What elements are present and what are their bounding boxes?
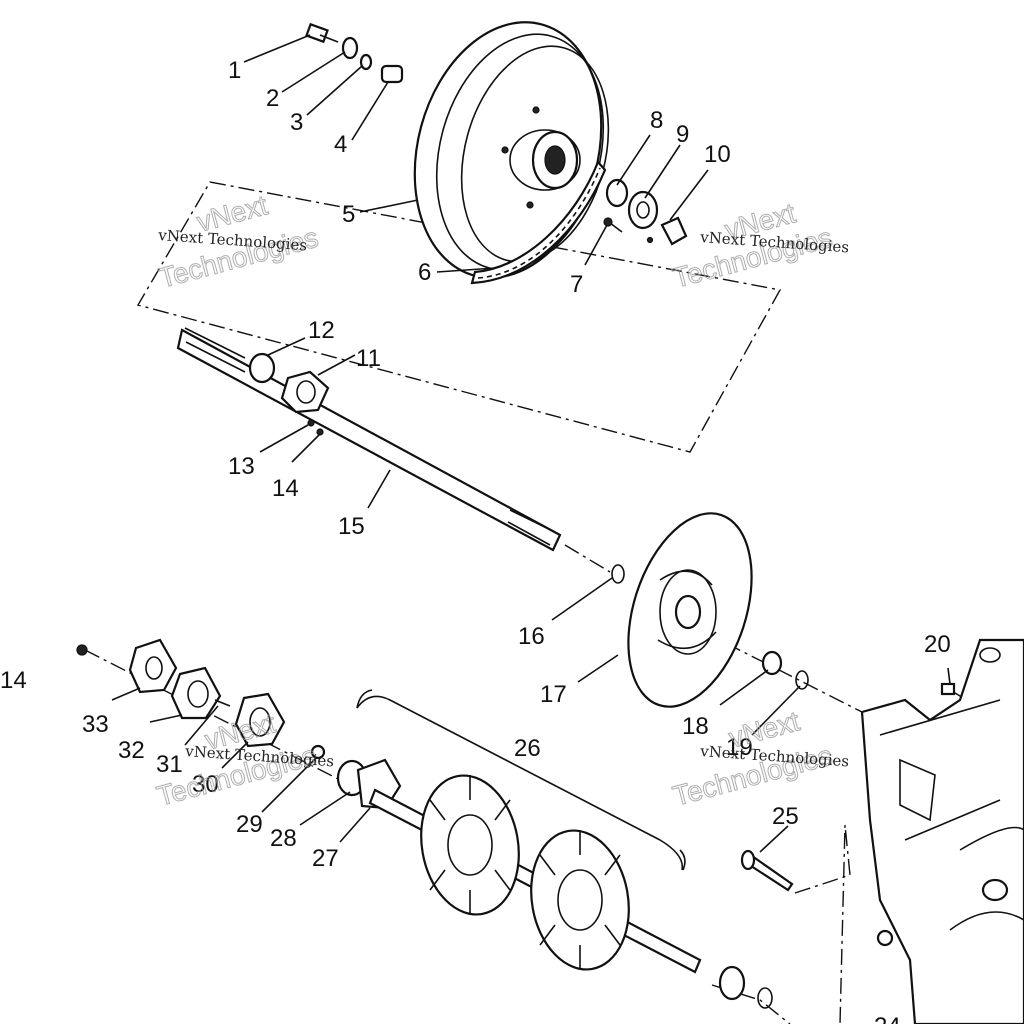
screw-part-7	[603, 217, 623, 233]
jackshaft-part-15	[176, 327, 562, 552]
leader-lines	[111, 34, 951, 871]
washer-part-2	[341, 36, 359, 60]
drive-shaft-part-26	[356, 695, 702, 974]
o-ring-lower-right	[757, 987, 773, 1009]
callout-19: 19	[726, 734, 753, 761]
flange-part-11	[280, 370, 330, 414]
callout-29: 29	[236, 811, 263, 838]
callout-9: 9	[676, 121, 689, 148]
watermark-left: vNext Technologies vNext Technologies	[155, 189, 322, 295]
callout-16: 16	[518, 623, 545, 650]
callout-33: 33	[82, 711, 109, 738]
callout-10: 10	[704, 141, 731, 168]
plate-part-9	[627, 190, 659, 230]
nut-part-29	[310, 744, 326, 760]
brake-disc-part-17	[627, 512, 753, 708]
callout-14-lower: 14	[0, 667, 27, 694]
o-ring-part-19	[795, 670, 809, 690]
callout-labels: 1 2 3 4 5 6 7 8 9 10 11 12 13 14 15 16 1…	[0, 57, 951, 1024]
callout-20: 20	[924, 631, 951, 658]
drive-chain-part-6	[470, 159, 607, 285]
callout-8: 8	[650, 107, 663, 134]
bolt-part-1	[305, 22, 339, 44]
bearing-part-18	[761, 650, 783, 676]
washer-part-8	[605, 178, 629, 208]
flange-plate-part-32	[170, 666, 222, 720]
callout-27: 27	[312, 845, 339, 872]
callout-26: 26	[514, 735, 541, 762]
retaining-ring-part-16	[611, 564, 625, 584]
screw-part-31	[214, 699, 231, 707]
bolt-part-25	[740, 849, 794, 892]
callout-28: 28	[270, 825, 297, 852]
callout-15: 15	[338, 513, 365, 540]
callout-31: 31	[156, 751, 183, 778]
flange-plate-part-30	[234, 692, 286, 748]
callout-25: 25	[772, 803, 799, 830]
callout-4: 4	[334, 131, 347, 158]
callout-12: 12	[308, 317, 335, 344]
assembly-boundary-upper	[136, 181, 782, 453]
bearing-part-12	[248, 352, 276, 384]
callout-11: 11	[356, 345, 381, 372]
callout-18: 18	[682, 713, 709, 740]
callout-17: 17	[540, 681, 567, 708]
callout-24: 24	[874, 1013, 901, 1024]
bearing-housing-part-27	[356, 758, 402, 810]
callout-5: 5	[342, 201, 355, 228]
callout-13: 13	[228, 453, 255, 480]
callout-2: 2	[266, 85, 279, 112]
spacer-part-4	[380, 64, 404, 84]
bolt-part-13	[307, 419, 315, 427]
nut-part-10	[646, 216, 688, 246]
washer-part-3	[359, 53, 373, 71]
callout-14-upper: 14	[272, 475, 299, 502]
nut-part-24	[876, 929, 894, 947]
nut-part-14-lower	[76, 644, 88, 656]
callout-1: 1	[228, 57, 241, 84]
driven-pulley-part-5	[413, 21, 610, 279]
callout-6: 6	[418, 259, 431, 286]
callout-3: 3	[290, 109, 303, 136]
bearing-lower-right	[718, 965, 746, 1001]
callout-7: 7	[570, 271, 583, 298]
callout-32: 32	[118, 737, 145, 764]
chassis-frame	[860, 638, 1024, 1024]
flange-plate-part-33	[128, 638, 178, 694]
watermark-right-upper: vNext Technologies vNext Technologies	[669, 197, 850, 295]
callout-30: 30	[192, 771, 219, 798]
